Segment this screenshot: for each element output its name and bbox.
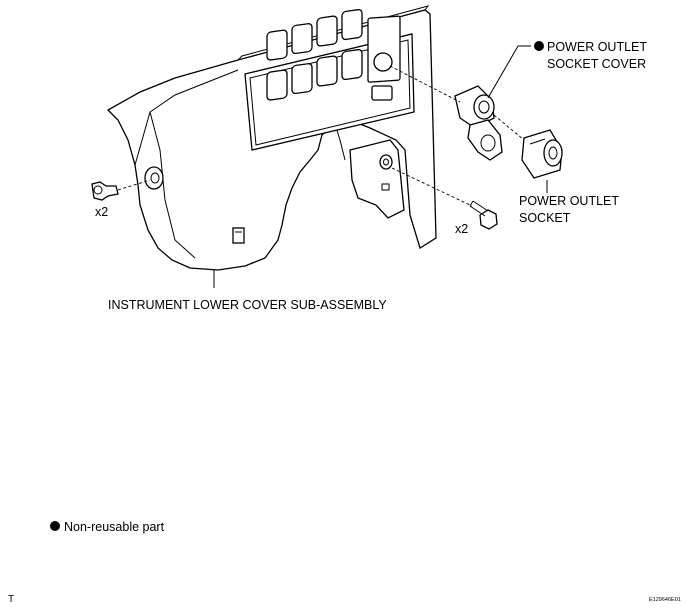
label-socket-cover-2: SOCKET COVER	[547, 57, 646, 71]
clip-left	[91, 181, 119, 201]
figure-code: E129646E01	[649, 597, 681, 603]
bolt-right	[469, 200, 498, 230]
switch-panel	[244, 8, 415, 151]
legend-marker	[50, 521, 60, 531]
label-qty-left: x2	[95, 205, 108, 219]
label-qty-right: x2	[455, 222, 468, 236]
non-reusable-marker	[534, 41, 544, 51]
assembly-lines	[117, 65, 525, 207]
label-socket-2: SOCKET	[519, 211, 571, 225]
power-outlet-socket-cover	[454, 85, 503, 161]
power-outlet-socket	[521, 129, 563, 179]
legend: Non-reusable part	[50, 520, 165, 534]
label-socket-cover-1: POWER OUTLET	[547, 40, 647, 54]
leader-lines	[213, 45, 548, 288]
label-lower-cover: INSTRUMENT LOWER COVER SUB-ASSEMBLY	[108, 298, 387, 312]
legend-text: Non-reusable part	[64, 520, 165, 534]
label-socket-1: POWER OUTLET	[519, 194, 619, 208]
footer-left-mark: T	[8, 594, 14, 605]
